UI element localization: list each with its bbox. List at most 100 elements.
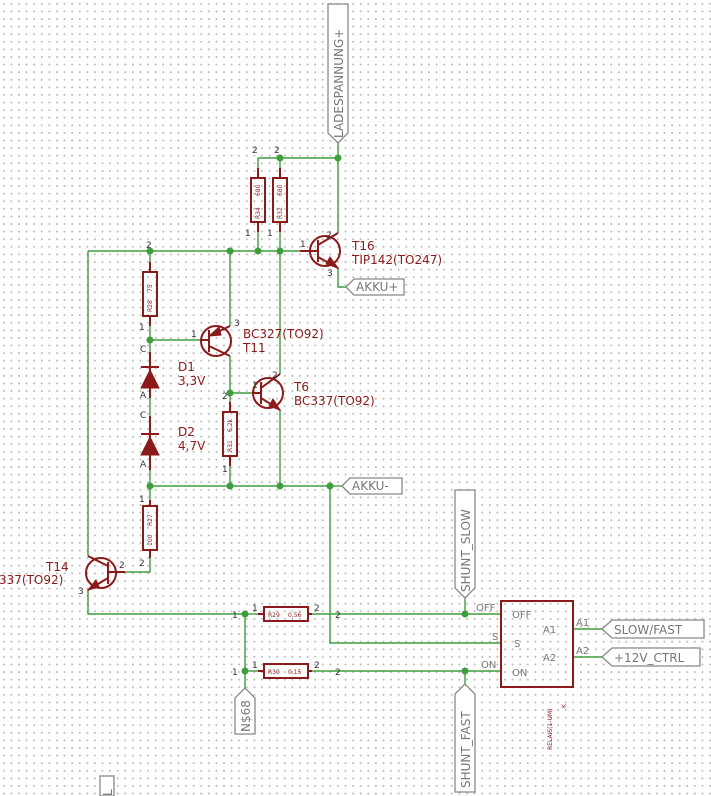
pin-label: 1: [232, 668, 238, 678]
pin-label: A: [140, 391, 147, 401]
resistor-r29[interactable]: R29 0,56 1 2 1 2: [232, 604, 341, 622]
resistor-r28[interactable]: R28 75 2 1: [139, 241, 158, 333]
net-label-ctrl[interactable]: +12V_CTRL: [601, 647, 701, 667]
net-label-ladespannung[interactable]: LADESPANNUNG+: [327, 3, 349, 144]
transistor-t14-value: 337(TO92): [0, 573, 63, 587]
net-label-akku-minus-text: AKKU-: [352, 479, 389, 493]
resistor-r31[interactable]: R31 6,2k 2 1: [222, 392, 238, 475]
resistor-r32[interactable]: R32 680 2 1: [267, 146, 288, 239]
resistor-r27[interactable]: R27 100 1 2: [139, 495, 158, 569]
relay-pin-a1: A1: [543, 625, 556, 636]
pin-label: 1: [300, 240, 306, 250]
transistor-t14[interactable]: 2 3 T14 337(TO92): [0, 555, 125, 597]
net-label-ladespannung-text: LADESPANNUNG+: [332, 29, 346, 138]
resistor-r30-name: R30: [268, 669, 280, 676]
relay-pin-s: S: [514, 639, 520, 650]
pin-label: A: [140, 460, 147, 470]
resistor-r34-name: R34: [255, 207, 262, 219]
transistor-t11-name: T11: [242, 341, 266, 355]
resistor-r34[interactable]: R34 680 2 1: [245, 146, 266, 239]
pin-label: 3: [327, 269, 333, 279]
pin-label: 2: [326, 231, 332, 241]
relay-wire-on: ON: [481, 660, 496, 671]
net-label-partial-text: L: [101, 789, 115, 796]
pin-label: 2: [139, 559, 145, 569]
relay-pin-on: ON: [512, 668, 527, 679]
transistor-t11[interactable]: 1 3 BC327(TO92) T11: [191, 319, 324, 357]
resistor-r31-name: R31: [227, 440, 234, 452]
net-label-shunt-fast-text: SHUNT_FAST: [459, 711, 473, 788]
diode-d1[interactable]: C A D1 3,3V: [140, 345, 206, 401]
net-label-slow-fast-text: SLOW/FAST: [614, 623, 683, 637]
resistor-r27-name: R27: [147, 514, 154, 526]
transistor-t16-value: TIP142(TO247): [351, 253, 442, 267]
pin-label: 3: [78, 587, 84, 597]
pin-label: 2: [146, 241, 152, 251]
resistor-r29-name: R29: [268, 612, 280, 619]
transistor-t16[interactable]: 1 2 3 T16 TIP142(TO247): [300, 231, 442, 279]
pin-label: 1: [252, 661, 258, 671]
pin-label: 1: [252, 604, 258, 614]
resistor-r32-name: R32: [277, 207, 284, 219]
diode-d2-value: 4,7V: [178, 439, 206, 453]
relay-name: K: [561, 703, 568, 708]
pin-label: 1: [267, 229, 273, 239]
net-label-akku-plus-text: AKKU+: [356, 280, 398, 294]
resistor-r32-value: 680: [277, 184, 284, 196]
relay-pin-a2: A2: [543, 653, 556, 664]
transistor-t14-name: T14: [45, 560, 69, 574]
resistor-r30[interactable]: R30 0,15 1 2 1 2: [232, 661, 341, 679]
pin-label: 2: [119, 561, 125, 571]
pin-label: C: [140, 345, 146, 355]
diode-d1-name: D1: [178, 360, 195, 374]
resistor-r34-value: 680: [255, 184, 262, 196]
resistor-r31-value: 6,2k: [227, 418, 234, 432]
relay-wire-a1: A1: [576, 618, 589, 629]
pin-label: 2: [314, 604, 320, 614]
pin-label: 2: [272, 371, 278, 381]
pin-label: 2: [252, 146, 258, 156]
diode-d2[interactable]: C A D2 4,7V: [140, 411, 206, 470]
resistor-r29-value: 0,56: [288, 612, 302, 619]
net-label-partial[interactable]: L: [99, 775, 115, 796]
transistor-t16-name: T16: [351, 239, 375, 253]
net-label-n68[interactable]: N$68: [234, 687, 256, 735]
pin-label: 1: [232, 611, 238, 621]
resistor-r28-name: R28: [147, 300, 154, 312]
resistor-r30-value: 0,15: [288, 669, 302, 676]
transistor-t11-value: BC327(TO92): [243, 327, 324, 341]
junctions: [146, 154, 469, 675]
net-label-ctrl-text: +12V_CTRL: [614, 651, 685, 665]
net-label-n68-text: N$68: [239, 700, 253, 732]
relay-pin-off: OFF: [512, 610, 532, 621]
pin-label: 1: [222, 465, 228, 475]
diode-d1-value: 3,3V: [178, 374, 206, 388]
pin-label: 1: [139, 323, 145, 333]
pin-label: 3: [234, 319, 240, 329]
pin-label: C: [140, 411, 146, 421]
net-label-shunt-fast[interactable]: SHUNT_FAST: [454, 683, 476, 793]
relay-k[interactable]: OFF S ON A1 A2 OFF S ON A1 A2 RELAIS(1-U…: [476, 600, 589, 750]
pin-label: 1: [245, 229, 251, 239]
diode-d2-name: D2: [178, 425, 195, 439]
transistor-t6-name: T6: [293, 380, 309, 394]
pin-label: 2: [274, 146, 280, 156]
relay-wire-off: OFF: [476, 603, 496, 614]
net-label-akku-plus[interactable]: AKKU+: [345, 278, 405, 296]
pin-label: 2: [222, 392, 228, 402]
transistor-t6-value: BC337(TO92): [294, 394, 375, 408]
pin-label: 1: [139, 495, 145, 505]
relay-wire-a2: A2: [576, 646, 589, 657]
transistor-t6[interactable]: 1 2 T6 BC337(TO92): [252, 371, 375, 411]
pin-label: 2: [314, 661, 320, 671]
resistor-r27-value: 100: [147, 534, 154, 546]
net-label-akku-minus[interactable]: AKKU-: [341, 477, 403, 495]
net-label-shunt-slow[interactable]: SHUNT_SLOW: [454, 489, 476, 599]
relay-wire-s: S: [492, 632, 498, 643]
wires: [87, 143, 610, 688]
net-label-slow-fast[interactable]: SLOW/FAST: [601, 619, 705, 639]
net-label-shunt-slow-text: SHUNT_SLOW: [459, 509, 473, 592]
pin-label: 2: [335, 668, 341, 678]
pin-label: 1: [252, 381, 258, 391]
